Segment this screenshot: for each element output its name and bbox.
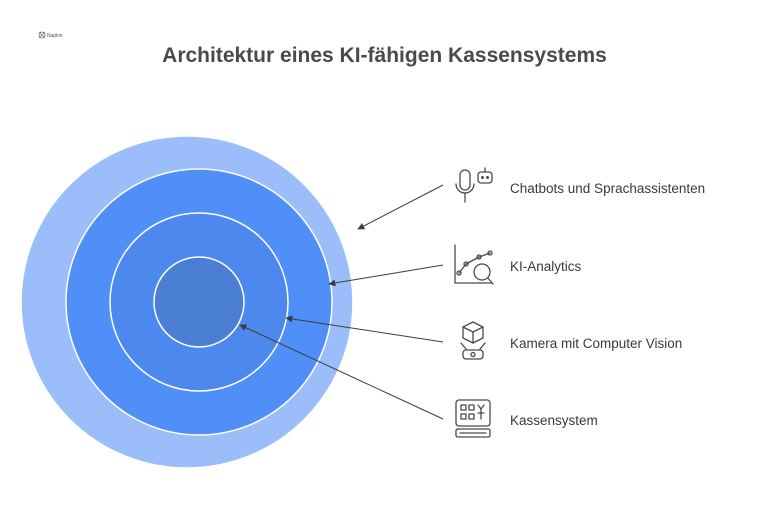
cash-register-icon [455, 399, 491, 438]
logo-text: Napkin [47, 33, 63, 39]
label-camera: Kamera mit Computer Vision [510, 336, 683, 351]
arrow-kassensystem [239, 324, 444, 420]
arrow-chatbots [357, 184, 444, 230]
label-analytics: KI-Analytics [510, 259, 582, 274]
analytics-magnifier-icon [454, 244, 494, 285]
arrow-analytics [328, 264, 444, 287]
brand-logo-icon: Napkin [38, 31, 63, 39]
microphone-chatbot-icon [455, 167, 493, 203]
ring-core-kassensystem [153, 256, 245, 348]
label-kassensystem: Kassensystem [510, 413, 598, 428]
label-chatbots: Chatbots und Sprachassistenten [510, 181, 706, 196]
camera-vision-icon [460, 321, 486, 360]
arrow-camera [285, 315, 444, 343]
page-title: Architektur eines KI-fähigen Kassensyste… [162, 44, 607, 67]
